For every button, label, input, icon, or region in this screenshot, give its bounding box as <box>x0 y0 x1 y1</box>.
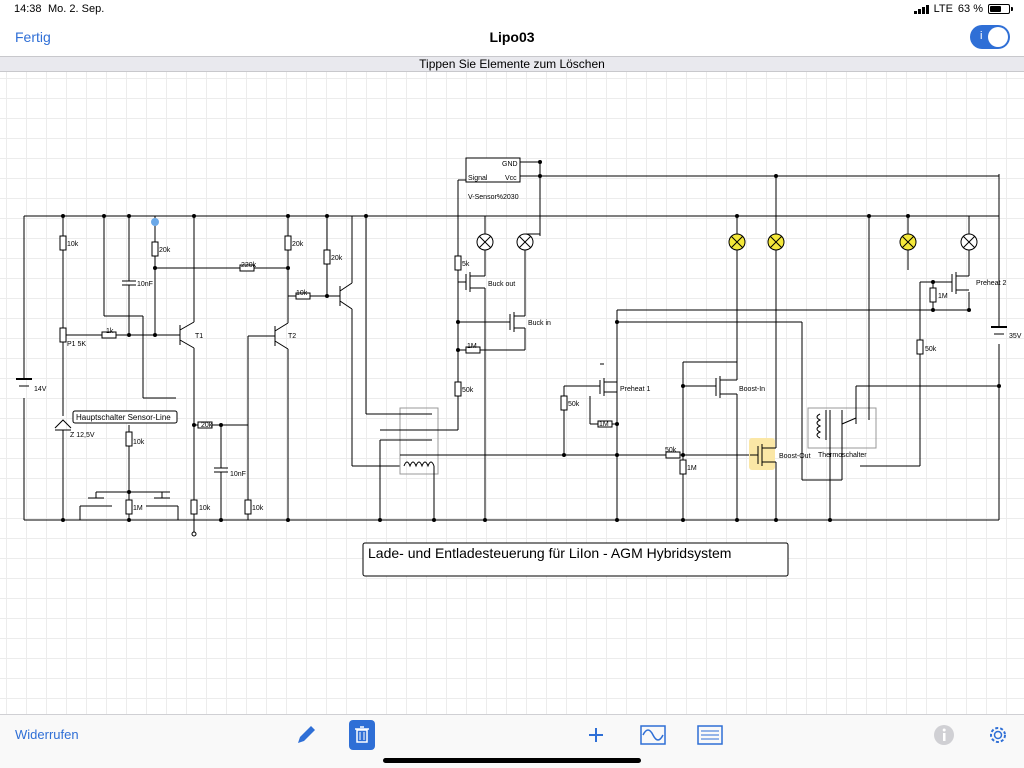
circuit-schematic[interactable]: 14V <box>0 72 1024 714</box>
label-t2: T2 <box>288 333 296 340</box>
label-preheat1: Preheat 1 <box>620 386 650 393</box>
label-zener: Z 12,5V <box>70 432 95 439</box>
battery-14v[interactable] <box>16 378 32 387</box>
label-r10k-d: 10k <box>199 505 211 512</box>
info-icon[interactable] <box>930 721 958 749</box>
schematic-canvas[interactable]: 14V <box>0 72 1024 714</box>
label-r50k-b: 50k <box>568 401 580 408</box>
label-buck-in: Buck in <box>528 320 551 327</box>
status-bar: 14:38 Mo. 2. Sep. LTE 63 % <box>0 0 1024 18</box>
lamp-yellow-2[interactable] <box>767 233 785 251</box>
signal-icon <box>913 4 929 14</box>
label-r5k: 5k <box>462 261 470 268</box>
network-label: LTE <box>933 3 953 15</box>
label-buck-out: Buck out <box>488 281 515 288</box>
label-r10k-top: 10k <box>67 241 79 248</box>
label-r20k-d: 20k <box>201 422 213 429</box>
label-r10k-e: 10k <box>252 505 264 512</box>
thermo-switch[interactable] <box>802 216 999 520</box>
power-rails <box>23 174 1000 521</box>
label-main-switch: Hauptschalter Sensor-Line <box>76 413 171 422</box>
label-c10nf-top: 10nF <box>137 281 153 288</box>
label-pot: P1 5K <box>67 341 86 348</box>
status-date: Mo. 2. Sep. <box>48 3 105 15</box>
label-r1m-a: 1M <box>133 505 143 512</box>
label-batt35: 35V <box>1009 333 1022 340</box>
waveform-icon[interactable] <box>639 721 667 749</box>
right-stage[interactable] <box>560 216 969 520</box>
plus-icon[interactable] <box>582 721 610 749</box>
toggle-mark: i <box>980 30 983 42</box>
lamp-yellow-1[interactable] <box>728 233 746 251</box>
status-time: 14:38 <box>14 3 42 15</box>
gear-icon[interactable] <box>984 721 1012 749</box>
selection-handle[interactable] <box>151 218 159 226</box>
toggle-knob <box>988 27 1008 47</box>
home-indicator[interactable] <box>383 758 641 763</box>
trash-icon <box>355 726 369 743</box>
nav-bar: Fertig Lipo03 i <box>0 18 1024 56</box>
label-r50k-c: 50k <box>665 447 677 454</box>
label-r20k-c: 20k <box>331 255 343 262</box>
sensor-vcc: Vcc <box>505 175 517 182</box>
label-r50k-d: 50k <box>925 346 937 353</box>
title-box[interactable] <box>362 542 789 577</box>
label-r50k-a: 50k <box>462 387 474 394</box>
label-r20k-b: 20k <box>292 241 304 248</box>
pencil-icon[interactable] <box>292 721 320 749</box>
document-title: Lipo03 <box>489 29 535 45</box>
preheat2-stage[interactable] <box>907 216 1007 466</box>
list-icon[interactable] <box>696 721 724 749</box>
label-r10k-b: 10k <box>296 290 308 297</box>
sensor-relay-stage[interactable] <box>365 157 999 520</box>
label-r1k: 1k <box>106 328 114 335</box>
trash-button[interactable] <box>349 720 375 750</box>
label-boost-in: Boost-In <box>739 386 765 393</box>
label-thermo: Thermoschalter <box>818 452 867 459</box>
done-button[interactable]: Fertig <box>15 29 51 45</box>
info-toggle[interactable]: i <box>970 25 1010 49</box>
lamp-white[interactable] <box>960 233 978 251</box>
sensor-gnd: GND <box>502 161 518 168</box>
label-boost-out: Boost-Out <box>779 453 811 460</box>
sensor-signal: Signal <box>468 175 488 182</box>
battery-icon <box>988 4 1013 14</box>
label-r1m-d: 1M <box>687 465 697 472</box>
boost-out-fet[interactable] <box>750 176 777 520</box>
label-c10nf-b: 10nF <box>230 471 246 478</box>
lamp-yellow-3[interactable] <box>899 233 917 251</box>
battery-fill <box>990 6 1001 12</box>
label-preheat2: Preheat 2 <box>976 280 1006 287</box>
label-r1m-b: 1M <box>467 343 477 350</box>
label-r220k: 220k <box>241 262 257 269</box>
label-r1m-c: 1M <box>599 421 609 428</box>
circuit-title: Lade- und Entladesteuerung für LiIon - A… <box>368 545 731 561</box>
label-batt14: 14V <box>34 386 47 393</box>
label-t1: T1 <box>195 333 203 340</box>
battery-percent: 63 % <box>957 3 983 15</box>
status-right: LTE 63 % <box>913 3 1013 15</box>
delete-hint: Tippen Sie Elemente zum Löschen <box>0 56 1024 72</box>
sensor-name: V-Sensor%2030 <box>468 194 519 201</box>
label-r1m-e: 1M <box>938 293 948 300</box>
junction-dots <box>61 160 1001 522</box>
undo-button[interactable]: Widerrufen <box>15 727 79 742</box>
label-r10k-c: 10k <box>133 439 145 446</box>
main-switch-box[interactable] <box>72 410 178 424</box>
left-stage[interactable] <box>54 216 400 537</box>
label-r20k-a: 20k <box>159 247 171 254</box>
